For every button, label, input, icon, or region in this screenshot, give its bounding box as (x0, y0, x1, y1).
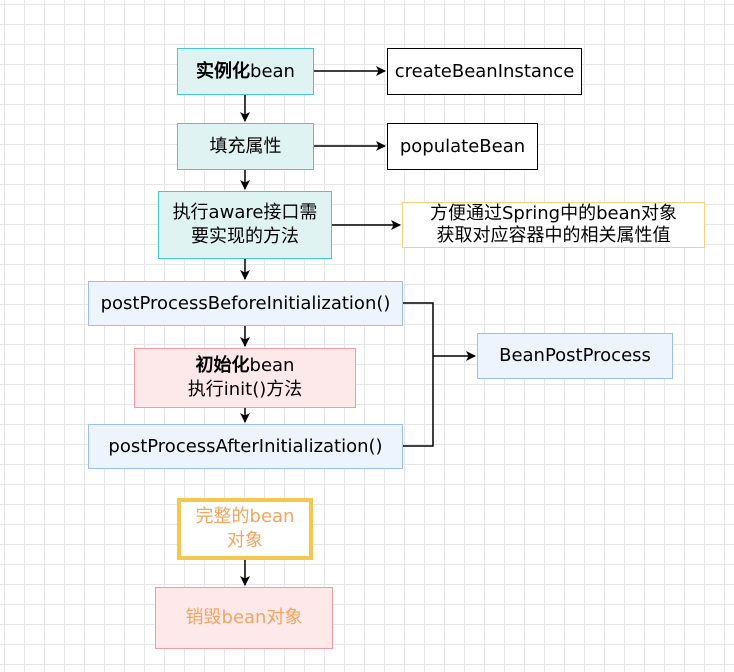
populate-properties-label: 填充属性 (209, 135, 282, 157)
aware-line-1: 执行aware接口需 (172, 202, 318, 223)
create-bean-instance-label: createBeanInstance (394, 60, 575, 82)
post-process-after-init-label: postProcessAfterInitialization() (108, 435, 383, 457)
post-process-after-init-node[interactable]: postProcessAfterInitialization() (88, 424, 403, 469)
bean-post-process-label: BeanPostProcess (499, 345, 651, 366)
bean-post-process-node[interactable]: BeanPostProcess (477, 333, 673, 379)
post-process-before-init-node[interactable]: postProcessBeforeInitialization() (88, 281, 403, 326)
complete-bean-node[interactable]: 完整的bean 对象 (177, 498, 313, 560)
create-bean-instance-node[interactable]: createBeanInstance (387, 48, 582, 95)
aware-note: 方便通过Spring中的bean对象 获取对应容器中的相关属性值 (402, 202, 705, 248)
aware-note-line-1: 方便通过Spring中的bean对象 (429, 203, 678, 224)
populate-bean-label: populateBean (399, 135, 526, 157)
destroy-bean-node[interactable]: 销毁bean对象 (155, 587, 333, 649)
instantiate-bean-node[interactable]: 实例化bean (177, 48, 314, 95)
initialize-bean-node[interactable]: 初始化bean 执行init()方法 (134, 348, 356, 408)
initialize-label: bean (249, 355, 295, 376)
aware-methods-node[interactable]: 执行aware接口需 要实现的方法 (158, 191, 332, 259)
instantiate-bold-label: 实例化 (196, 60, 251, 82)
complete-line-2: 对象 (227, 530, 263, 551)
complete-line-1: 完整的bean (195, 506, 295, 527)
populate-bean-node[interactable]: populateBean (387, 123, 538, 170)
populate-properties-node[interactable]: 填充属性 (177, 123, 314, 170)
initialize-line-2: 执行init()方法 (187, 379, 303, 400)
instantiate-label: bean (250, 60, 295, 82)
aware-line-2: 要实现的方法 (191, 226, 299, 247)
connector-before-init-bracket (403, 302, 434, 356)
destroy-label: 销毁bean对象 (185, 607, 303, 628)
post-process-before-init-label: postProcessBeforeInitialization() (100, 292, 391, 314)
initialize-bold-label: 初始化 (195, 355, 250, 376)
aware-note-line-2: 获取对应容器中的相关属性值 (436, 225, 671, 246)
connector-after-init-bracket (403, 356, 434, 447)
